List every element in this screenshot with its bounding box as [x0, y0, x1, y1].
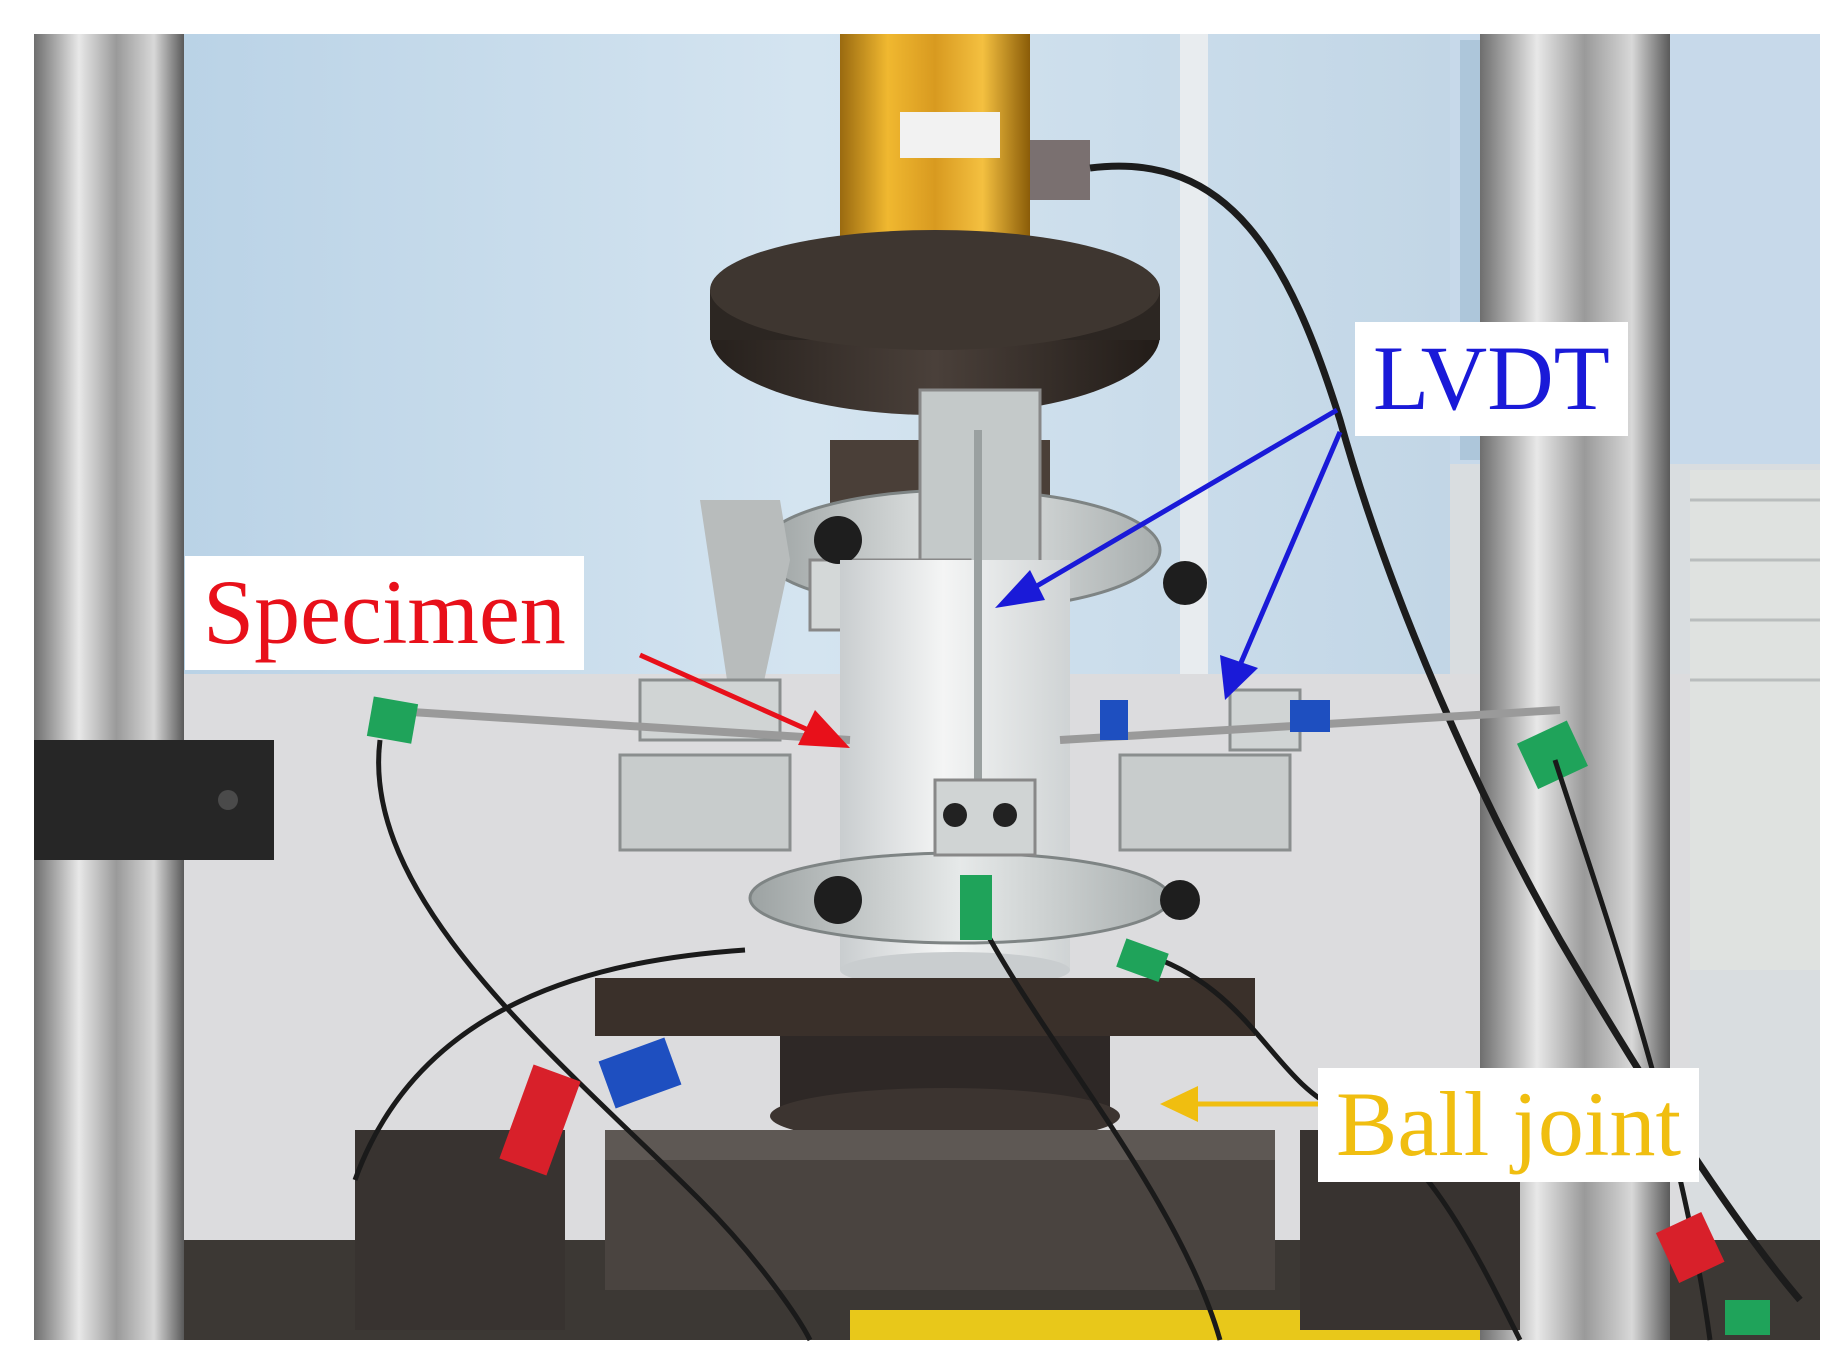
- cable-markers: [499, 875, 1770, 1335]
- lvdt-arrow-lower: [1220, 431, 1343, 700]
- lvdt-arrow-upper: [995, 407, 1339, 608]
- lvdt-label: LVDT: [1355, 322, 1628, 436]
- lower-platen: [595, 978, 1255, 1144]
- lvdt-bracket-left: [366, 678, 851, 852]
- load-cell: [840, 34, 1803, 1303]
- lvdt-bracket-right: [1059, 688, 1588, 852]
- specimen-arrow: [638, 652, 850, 748]
- ball-joint-label: Ball joint: [1318, 1068, 1699, 1182]
- machine-column-left: [34, 34, 274, 1340]
- ball-joint-arrow: [1160, 1086, 1325, 1122]
- specimen-label: Specimen: [185, 556, 584, 670]
